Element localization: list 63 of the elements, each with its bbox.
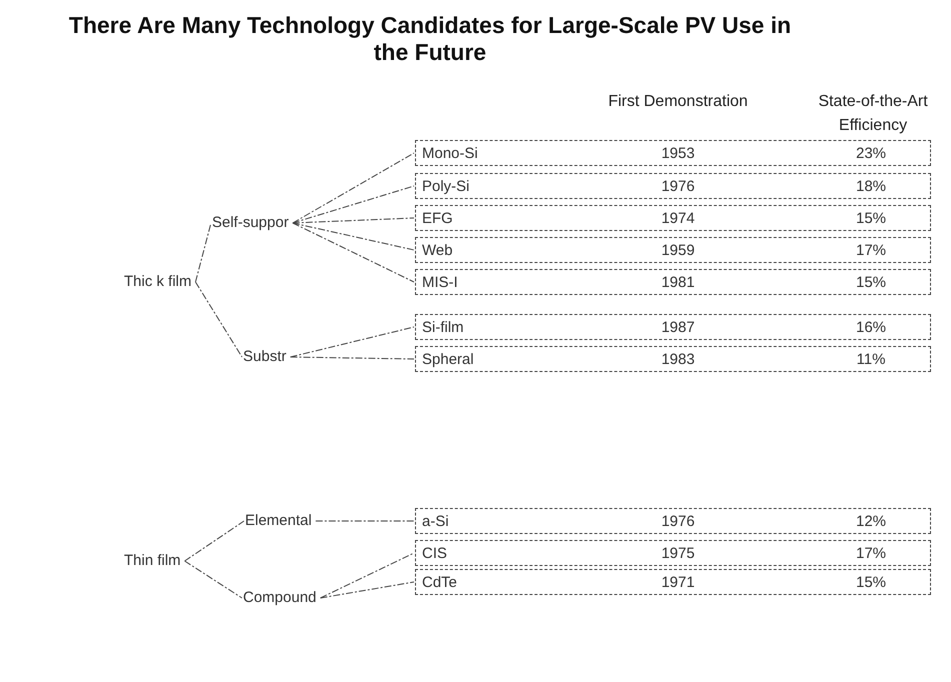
category-label: Self-suppor	[212, 213, 289, 233]
cell-text: EFG	[422, 209, 453, 228]
connector-line	[292, 186, 414, 224]
cell-text: 15%	[854, 209, 888, 228]
cell-text: 1981	[660, 273, 696, 292]
cell-text: 17%	[854, 241, 888, 260]
cell-text: 17%	[854, 544, 888, 563]
connector-line	[184, 520, 244, 562]
cell-text: 1976	[660, 177, 696, 196]
connector-line	[320, 552, 414, 598]
connector-line	[184, 560, 242, 598]
table-row	[415, 269, 931, 295]
cell-text: Si-film	[422, 318, 464, 337]
category-label: Elemental	[245, 511, 312, 531]
category-label: Thic k film	[124, 272, 192, 292]
cell-text: 1987	[660, 318, 696, 337]
table-row	[415, 237, 931, 263]
connector-line	[292, 152, 414, 224]
cell-text: 12%	[854, 512, 888, 531]
cell-text: 23%	[854, 144, 888, 163]
connector-line	[292, 222, 414, 250]
category-label: Thin film	[124, 551, 181, 571]
column-header: State-of-the-Art Efficiency	[817, 92, 929, 136]
connector-line	[195, 282, 242, 358]
cell-text: 1974	[660, 209, 696, 228]
connector-line	[292, 218, 414, 224]
table-row	[415, 314, 931, 340]
cell-text: Spheral	[422, 350, 474, 369]
table-row	[415, 540, 931, 566]
cell-text: Mono-Si	[422, 144, 478, 163]
table-row	[415, 173, 931, 199]
connector-line	[195, 222, 212, 282]
cell-text: 15%	[854, 573, 888, 592]
connector-line	[290, 356, 414, 360]
cell-text: a-Si	[422, 512, 449, 531]
connector-line	[315, 520, 414, 522]
connector-line	[320, 582, 414, 598]
connector-line	[290, 326, 414, 358]
cell-text: 1976	[660, 512, 696, 531]
connector-line	[292, 222, 414, 282]
table-row	[415, 346, 931, 372]
table-row	[415, 508, 931, 534]
cell-text: 1971	[660, 573, 696, 592]
table-row	[415, 569, 931, 595]
category-label: Compound	[243, 588, 316, 608]
cell-text: 1953	[660, 144, 696, 163]
cell-text: Poly-Si	[422, 177, 470, 196]
cell-text: MIS-I	[422, 273, 458, 292]
cell-text: 1983	[660, 350, 696, 369]
cell-text: 1959	[660, 241, 696, 260]
table-row	[415, 205, 931, 231]
cell-text: CIS	[422, 544, 448, 563]
cell-text: Web	[422, 241, 453, 260]
cell-text: 16%	[854, 318, 888, 337]
cell-text: CdTe	[422, 573, 458, 592]
cell-text: 1975	[660, 544, 696, 563]
table-row	[415, 140, 931, 166]
title: There Are Many Technology Candidates for Large-Scale PV Use in the Future	[68, 12, 792, 66]
category-label: Substr	[243, 347, 286, 367]
cell-text: 15%	[854, 273, 888, 292]
column-header: First Demonstration	[607, 92, 749, 112]
cell-text: 18%	[854, 177, 888, 196]
cell-text: 11%	[856, 350, 886, 369]
